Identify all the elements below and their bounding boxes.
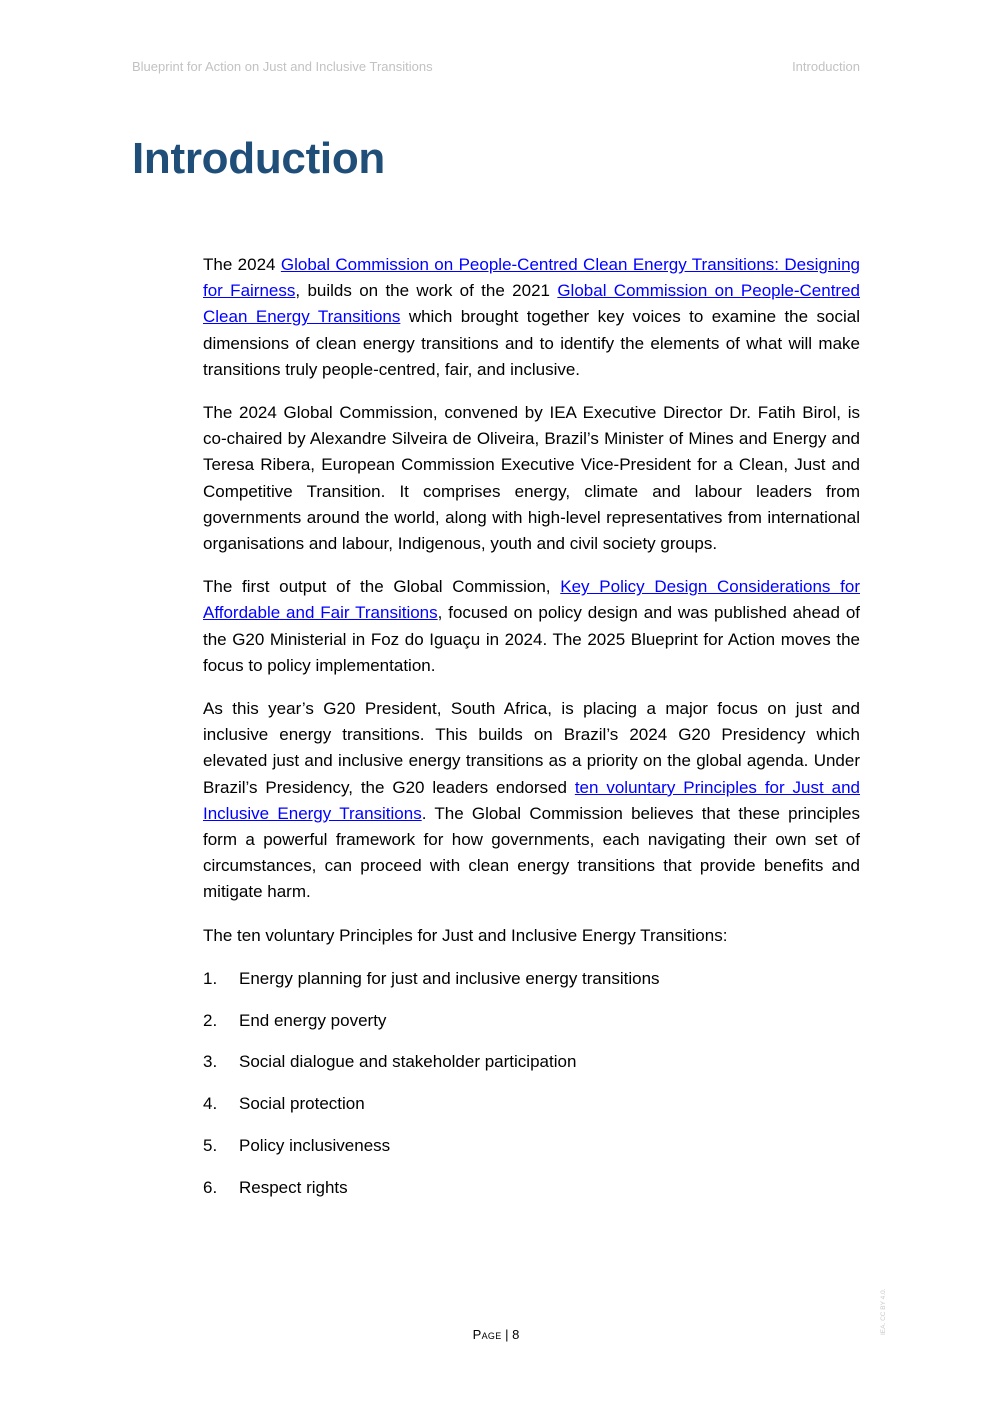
- link-key-policy-design[interactable]: Key Policy Design Considerations for Aff…: [203, 577, 860, 623]
- list-item-number: 4.: [203, 1094, 218, 1114]
- paragraph-text: , focused on policy design and was publi…: [203, 603, 860, 675]
- paragraph-text: , builds on the work of the 2021: [295, 281, 558, 301]
- list-item-number: 5.: [203, 1136, 218, 1156]
- list-item-text: Social protection: [239, 1094, 365, 1114]
- body-text: The 2024 Global Commission on People-Cen…: [203, 252, 860, 1217]
- list-item-text: Policy inclusiveness: [239, 1136, 391, 1156]
- list-item-number: 2.: [203, 1010, 218, 1030]
- list-item-text: Respect rights: [239, 1177, 348, 1197]
- list-item: 4. Social protection: [203, 1091, 860, 1117]
- paragraph-5: The ten voluntary Principles for Just an…: [203, 925, 728, 945]
- paragraph-text: . The Global Commission believes that th…: [203, 803, 860, 902]
- list-item-number: 1.: [203, 968, 218, 988]
- header-document-title: Blueprint for Action on Just and Inclusi…: [132, 59, 433, 74]
- header-section-name: Introduction: [792, 59, 860, 74]
- list-item-number: 6.: [203, 1177, 218, 1197]
- page-label: Page: [472, 1327, 502, 1342]
- list-item: 3. Social dialogue and stakeholder partic…: [203, 1049, 860, 1075]
- paragraph-text: The 2024: [203, 255, 281, 274]
- link-ten-voluntary-principles[interactable]: ten voluntary Principles for Just and In…: [203, 777, 860, 823]
- list-item: 1. Energy planning for just and inclusive…: [203, 966, 860, 992]
- list-item: 5. Policy inclusiveness: [203, 1133, 860, 1159]
- list-item-text: Energy planning for just and inclusive e…: [239, 968, 660, 988]
- list-item-text: End energy poverty: [239, 1010, 387, 1030]
- page-footer: Page | 8: [0, 1327, 992, 1342]
- list-item: 2. End energy poverty: [203, 1008, 860, 1034]
- page-title: Introduction: [132, 134, 386, 183]
- paragraph-2: The 2024 Global Commission, convened by …: [203, 403, 860, 554]
- link-global-commission-2024[interactable]: Global Commission on People-Centred Clea…: [203, 255, 860, 301]
- principles-list: 1. Energy planning for just and inclusive…: [203, 966, 860, 1201]
- page-separator: |: [501, 1327, 513, 1342]
- paragraph-text: The first output of the Global Commissio…: [203, 577, 561, 597]
- paragraph-text: As this year’s G20 President, South Afri…: [203, 699, 860, 797]
- paragraph-1: The 2024 Global Commission on People-Cen…: [203, 252, 860, 383]
- paragraph-text: which brought together key voices to exa…: [203, 307, 860, 379]
- license-notice: IEA. CC BY 4.0.: [880, 1288, 887, 1335]
- page-number: 8: [512, 1327, 520, 1342]
- list-item-number: 3.: [203, 1052, 218, 1072]
- list-item: 6. Respect rights: [203, 1175, 860, 1201]
- list-item-text: Social dialogue and stakeholder particip…: [239, 1052, 577, 1072]
- paragraph-3: The first output of the Global Commissio…: [203, 574, 860, 679]
- link-global-commission-2021[interactable]: Global Commission on People-Centred Clea…: [203, 281, 860, 327]
- paragraph-4: As this year’s G20 President, South Afri…: [203, 696, 860, 906]
